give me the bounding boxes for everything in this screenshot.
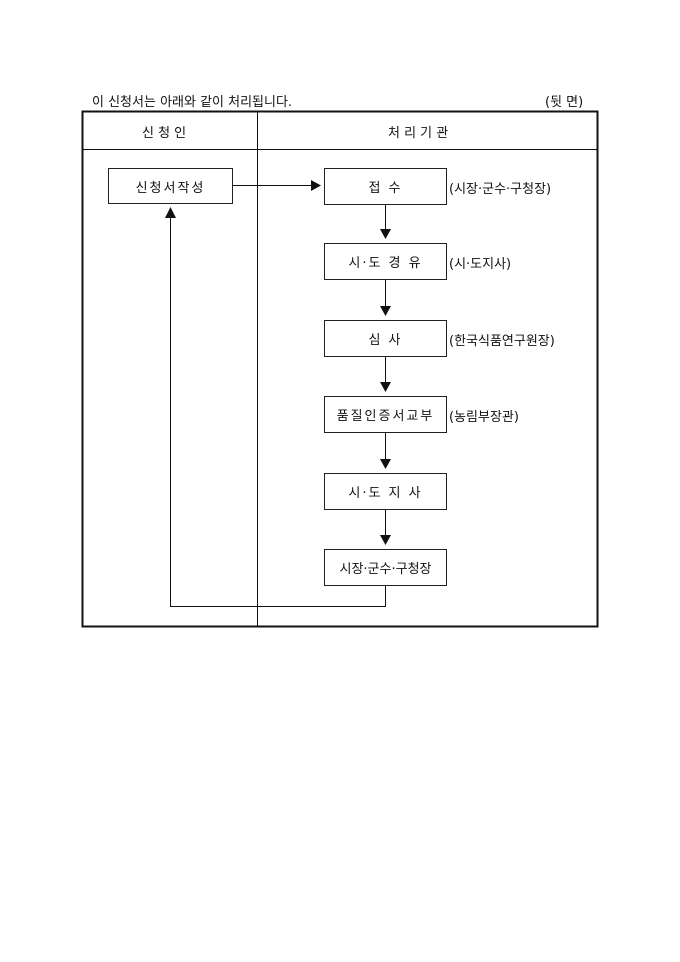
arrow-up: [165, 207, 176, 218]
responsible-agency: (한국식품연구원장): [449, 334, 555, 349]
applicant-step-box: 신청서작성: [108, 168, 233, 204]
responsible-agency: (시장·군수·구청장): [449, 182, 552, 197]
process-step-box: 시장·군수·구청장: [324, 549, 447, 586]
process-step-box: 시·도 경 유: [324, 243, 447, 280]
header-agency: 처 리 기 관: [388, 126, 449, 141]
arrow-right: [311, 180, 321, 191]
table-border: [81, 110, 599, 628]
process-step-box: 시·도 지 사: [324, 473, 447, 510]
process-step-box: 심 사: [324, 320, 447, 357]
feedback-connector: [170, 218, 386, 607]
header-applicant: 신 청 인: [142, 126, 187, 141]
page-side-label: (뒷 면): [545, 95, 584, 110]
responsible-agency: (시·도지사): [449, 257, 512, 272]
intro-text: 이 신청서는 아래와 같이 처리됩니다.: [92, 95, 293, 110]
arrow-down: [380, 306, 391, 316]
arrow-down: [380, 459, 391, 469]
responsible-agency: (농림부장관): [449, 410, 519, 425]
arrow-down: [380, 382, 391, 392]
process-step-box: 품질인증서교부: [324, 396, 447, 433]
process-step-box: 접 수: [324, 168, 447, 205]
arrow-down: [380, 535, 391, 545]
arrow-down: [380, 229, 391, 239]
